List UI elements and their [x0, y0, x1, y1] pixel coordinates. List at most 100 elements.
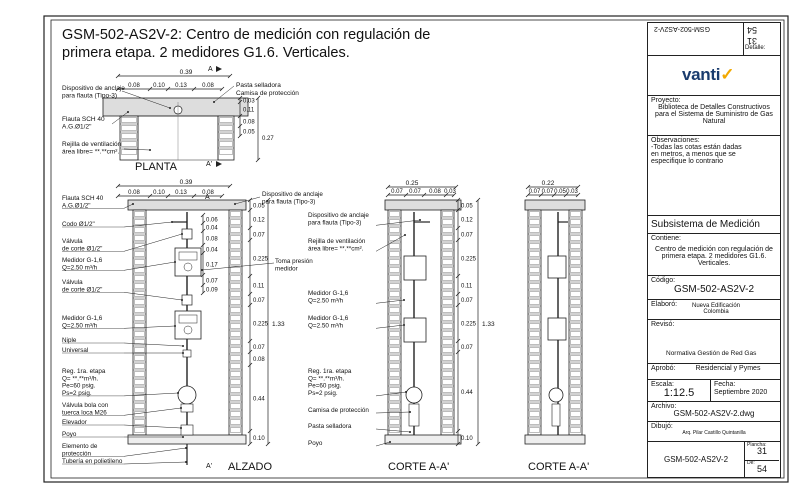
brand-logo: vanti✓	[682, 65, 734, 85]
plan-leader-flauta	[111, 111, 129, 125]
sec1-brick-left-brick	[389, 299, 400, 305]
approved-label: Aprobó:	[651, 365, 676, 372]
sec2-brick-right-brick	[570, 411, 581, 417]
sec1-brick-right-brick	[442, 387, 453, 393]
sec2-brick-right-brick	[570, 315, 581, 321]
elev-right-dim-label: 0.07	[253, 233, 265, 239]
sec2-cap	[524, 199, 586, 211]
sec1-brick-right-brick	[442, 291, 453, 297]
plan-top-dim-label: 0.08	[128, 83, 140, 89]
elev-right-dim-tick	[247, 428, 253, 434]
content-value: Centro de medición con regulación de pri…	[655, 246, 773, 267]
project-row: Proyecto: Biblioteca de Detalles Constru…	[648, 95, 780, 135]
plan-brick-left-brick	[121, 117, 137, 123]
code-value: GSM-502-AS2V-2	[673, 284, 755, 295]
plan-arrow-bottom	[216, 161, 222, 167]
subsystem-title: Subsistema de Medición	[651, 219, 760, 230]
sec1-brick-left-brick	[389, 339, 400, 345]
sec1-right-dim-tick	[455, 338, 461, 344]
sec2-brick-right-brick	[570, 331, 581, 337]
sec2-brick-right-brick	[570, 283, 581, 289]
date-value: Septiembre 2020	[714, 389, 768, 396]
elev-total-dim: 0.39	[180, 179, 193, 186]
sec1-brick-left-brick	[389, 267, 400, 273]
reviewed-value: Normativa Gestión de Red Gas	[666, 350, 757, 357]
elev-leader	[123, 261, 176, 271]
bottom-code: GSM-502-AS2V-2	[648, 442, 745, 478]
elev-meter-lower-dial	[183, 325, 193, 335]
sheet-title: GSM-502-AS2V-2: Centro de medición con r…	[62, 26, 442, 62]
sec2-brick-left-brick	[529, 259, 540, 265]
sec2-top-dim-tick	[525, 192, 531, 198]
sec2-regulator	[548, 387, 564, 403]
elev-brick-right-brick	[230, 259, 241, 265]
elev-brick-left-brick	[134, 371, 145, 377]
elev-leader-dot	[180, 407, 182, 409]
sec1-brick-right-brick	[442, 427, 453, 433]
elev-right-dim-tick	[247, 338, 253, 344]
elev-leader	[123, 292, 183, 301]
elev-brick-left-brick	[134, 219, 145, 225]
sec1-top-dim-tick	[443, 192, 449, 198]
sec1-right-dim-tick	[455, 428, 461, 434]
observations-value: -Todas las cotas están dadas en metros, …	[651, 144, 742, 165]
sec1-dim-tick	[475, 197, 481, 203]
sec2-dim-tick	[525, 184, 531, 190]
elev-brick-left-brick	[134, 347, 145, 353]
elev-top-dim-label: 0.08	[202, 190, 214, 196]
sec2-brick-right-brick	[570, 323, 581, 329]
sec2-label: CORTE A-A'	[528, 461, 589, 473]
elev-inner-dim-label: 0.06	[206, 218, 218, 224]
sec1-brick-left-brick	[389, 283, 400, 289]
elev-right-dim-tick	[247, 291, 253, 297]
sec1-leader-dot	[403, 324, 405, 326]
elev-top-dim-tick	[115, 193, 121, 199]
plan-brick-left-brick	[121, 149, 137, 155]
subsystem-row: Subsistema de Medición	[648, 215, 780, 233]
elev-brick-left-brick	[134, 363, 145, 369]
elev-leader-toma	[201, 262, 275, 271]
elev-right-total: 1.33	[272, 321, 285, 328]
plan-right-total: 0.27	[262, 136, 274, 142]
sec1-label: CORTE A-A'	[388, 461, 449, 473]
elev-brick-right-brick	[230, 379, 241, 385]
plan-dim-tick	[255, 157, 261, 163]
sec2-brick-right-brick	[570, 427, 581, 433]
elev-right-dim-label: 0.10	[253, 436, 265, 442]
elev-brick-left-brick	[134, 339, 145, 345]
elev-brick-left-brick	[134, 283, 145, 289]
elev-right-dim-label: 0.05	[253, 204, 265, 210]
sec1-right-dim-label: 0.44	[461, 390, 473, 396]
elev-brick-left-brick	[134, 355, 145, 361]
elev-meter-lower-display	[178, 314, 198, 324]
elev-leader-dot	[181, 233, 183, 235]
elev-brick-left-brick	[134, 403, 145, 409]
sec2-brick-left-brick	[529, 411, 540, 417]
sec2-brick-left-brick	[529, 427, 540, 433]
sec1-dim-tick	[385, 184, 391, 190]
elev-brick-left-brick	[134, 331, 145, 337]
elev-leader	[123, 203, 134, 209]
sec1-right-dim-tick	[455, 349, 461, 355]
plan-right-dim-label: 0.11	[243, 108, 255, 114]
sec1-top-dim-tick	[403, 192, 409, 198]
elev-right-dim-label: 0.12	[253, 218, 265, 224]
sec1-leader-dot	[409, 431, 411, 433]
elev-union	[182, 349, 192, 358]
elev-leader	[123, 461, 187, 465]
sec1-right-dim-tick	[455, 207, 461, 213]
sec1-brick-right-brick	[442, 331, 453, 337]
reviewed-row: Revisó: Normativa Gestión de Red Gas	[648, 319, 780, 363]
date-cell: Fecha: Septiembre 2020	[712, 380, 778, 396]
sec2-brick-right-brick	[570, 347, 581, 353]
elaborated-row: Elaboró: Nueva Edificación Colombia	[648, 299, 780, 319]
elev-brick-right-brick	[230, 219, 241, 225]
sec1-top-dim-tick	[451, 192, 457, 198]
elev-leader-dot	[185, 461, 187, 463]
elev-right-dim-label: 0.225	[253, 322, 269, 328]
